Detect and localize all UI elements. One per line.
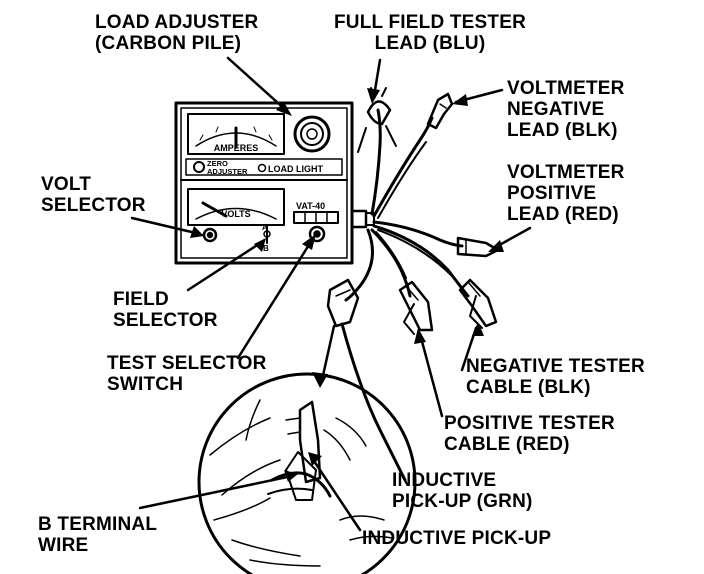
field-position-a: A (262, 223, 268, 232)
leader-load-adjuster (226, 56, 290, 114)
full-field-tester-line-2: LEAD (BLU) (374, 33, 486, 54)
voltmeter-positive-callout: VOLTMETER POSITIVE LEAD (RED) (507, 162, 625, 225)
zero-adjuster-strip (185, 158, 343, 176)
inductive-pickup-grn-line-1: INDUCTIVE (392, 470, 497, 491)
voltmeter-negative-line-2: NEGATIVE (507, 99, 605, 120)
b-terminal-wire-callout: B TERMINAL WIRE (38, 514, 157, 556)
field-selector-line-1: FIELD (113, 289, 169, 310)
voltmeter-positive-line-3: LEAD (RED) (507, 204, 619, 225)
inductive-pickup-line-1: INDUCTIVE PICK-UP (362, 528, 552, 549)
full-field-tester-line-1: FULL FIELD TESTER (334, 12, 526, 33)
b-terminal-line-2: WIRE (38, 535, 89, 556)
voltmeter-negative-lead (372, 92, 454, 219)
arrowheads (190, 88, 504, 482)
ammeter-gauge (187, 113, 285, 155)
load-adjuster-line-2: (CARBON PILE) (95, 33, 242, 54)
voltmeter-scale-label: VOLTS (221, 209, 250, 219)
load-adjuster-line-1: LOAD ADJUSTER (95, 12, 259, 33)
positive-tester-callout: POSITIVE TESTER CABLE (RED) (444, 413, 615, 455)
leader-lines (130, 56, 532, 532)
positive-tester-line-2: CABLE (RED) (444, 434, 570, 455)
voltmeter-positive-line-2: POSITIVE (507, 183, 597, 204)
inductive-pickup-callout: INDUCTIVE PICK-UP (362, 528, 551, 549)
zero-adjuster-label-1: ZERO (207, 159, 228, 168)
zero-adjuster-label-2: ADJUSTER (207, 167, 248, 176)
instrument-markings: AMPERES ZERO ADJUSTER LOAD LIGHT VOLTS V… (207, 143, 325, 253)
leader-test-selector (236, 238, 314, 360)
test-selector-line-2: SWITCH (107, 374, 184, 395)
ammeter-scale-label: AMPERES (214, 143, 259, 153)
field-position-b: B (263, 244, 269, 253)
voltmeter-negative-line-3: LEAD (BLK) (507, 120, 618, 141)
negative-tester-line-1: NEGATIVE TESTER (466, 356, 645, 377)
volt-selector-line-2: SELECTOR (41, 195, 146, 216)
field-selector-switch (263, 225, 271, 244)
inset-view (197, 372, 417, 574)
voltmeter-negative-line-1: VOLTMETER (507, 78, 625, 99)
load-adjuster-knob (293, 115, 331, 153)
test-selector-switch (293, 211, 339, 243)
negative-tester-line-2: CABLE (BLK) (466, 377, 591, 398)
test-selector-line-1: TEST SELECTOR (107, 353, 267, 374)
voltmeter-positive-lead (372, 220, 500, 258)
inductive-pickup-lead (326, 228, 407, 482)
b-terminal-line-1: B TERMINAL (38, 514, 158, 535)
load-adjuster-callout: LOAD ADJUSTER (CARBON PILE) (95, 12, 258, 54)
inductive-pickup-grn-callout: INDUCTIVE PICK-UP (GRN) (392, 470, 533, 512)
model-label: VAT-40 (296, 201, 325, 211)
leader-b-terminal (138, 474, 294, 510)
leader-pickup-arrow (320, 324, 336, 382)
leader-positive-cable (418, 332, 444, 418)
leader-volt-selector (130, 216, 202, 236)
field-selector-line-2: SELECTOR (113, 310, 218, 331)
full-field-tester-callout: FULL FIELD TESTER LEAD (BLU) (334, 12, 526, 54)
cable-exit (350, 209, 375, 229)
negative-tester-callout: NEGATIVE TESTER CABLE (BLK) (466, 356, 645, 398)
voltmeter-positive-line-1: VOLTMETER (507, 162, 625, 183)
positive-tester-cable (370, 228, 434, 335)
volt-selector-callout: VOLT SELECTOR (41, 174, 146, 216)
volt-selector-line-1: VOLT (41, 174, 92, 195)
inductive-pickup-grn-line-2: PICK-UP (GRN) (392, 491, 533, 512)
voltmeter-negative-callout: VOLTMETER NEGATIVE LEAD (BLK) (507, 78, 625, 141)
positive-tester-line-1: POSITIVE TESTER (444, 413, 615, 434)
tester-body (174, 101, 354, 265)
field-selector-callout: FIELD SELECTOR (113, 289, 218, 331)
voltmeter-gauge (187, 188, 285, 226)
full-field-tester-lead (357, 87, 397, 216)
test-selector-callout: TEST SELECTOR SWITCH (107, 353, 267, 395)
leader-inductive-pickup (310, 456, 362, 532)
leader-field-selector (186, 240, 264, 292)
load-light-label: LOAD LIGHT (268, 164, 323, 174)
